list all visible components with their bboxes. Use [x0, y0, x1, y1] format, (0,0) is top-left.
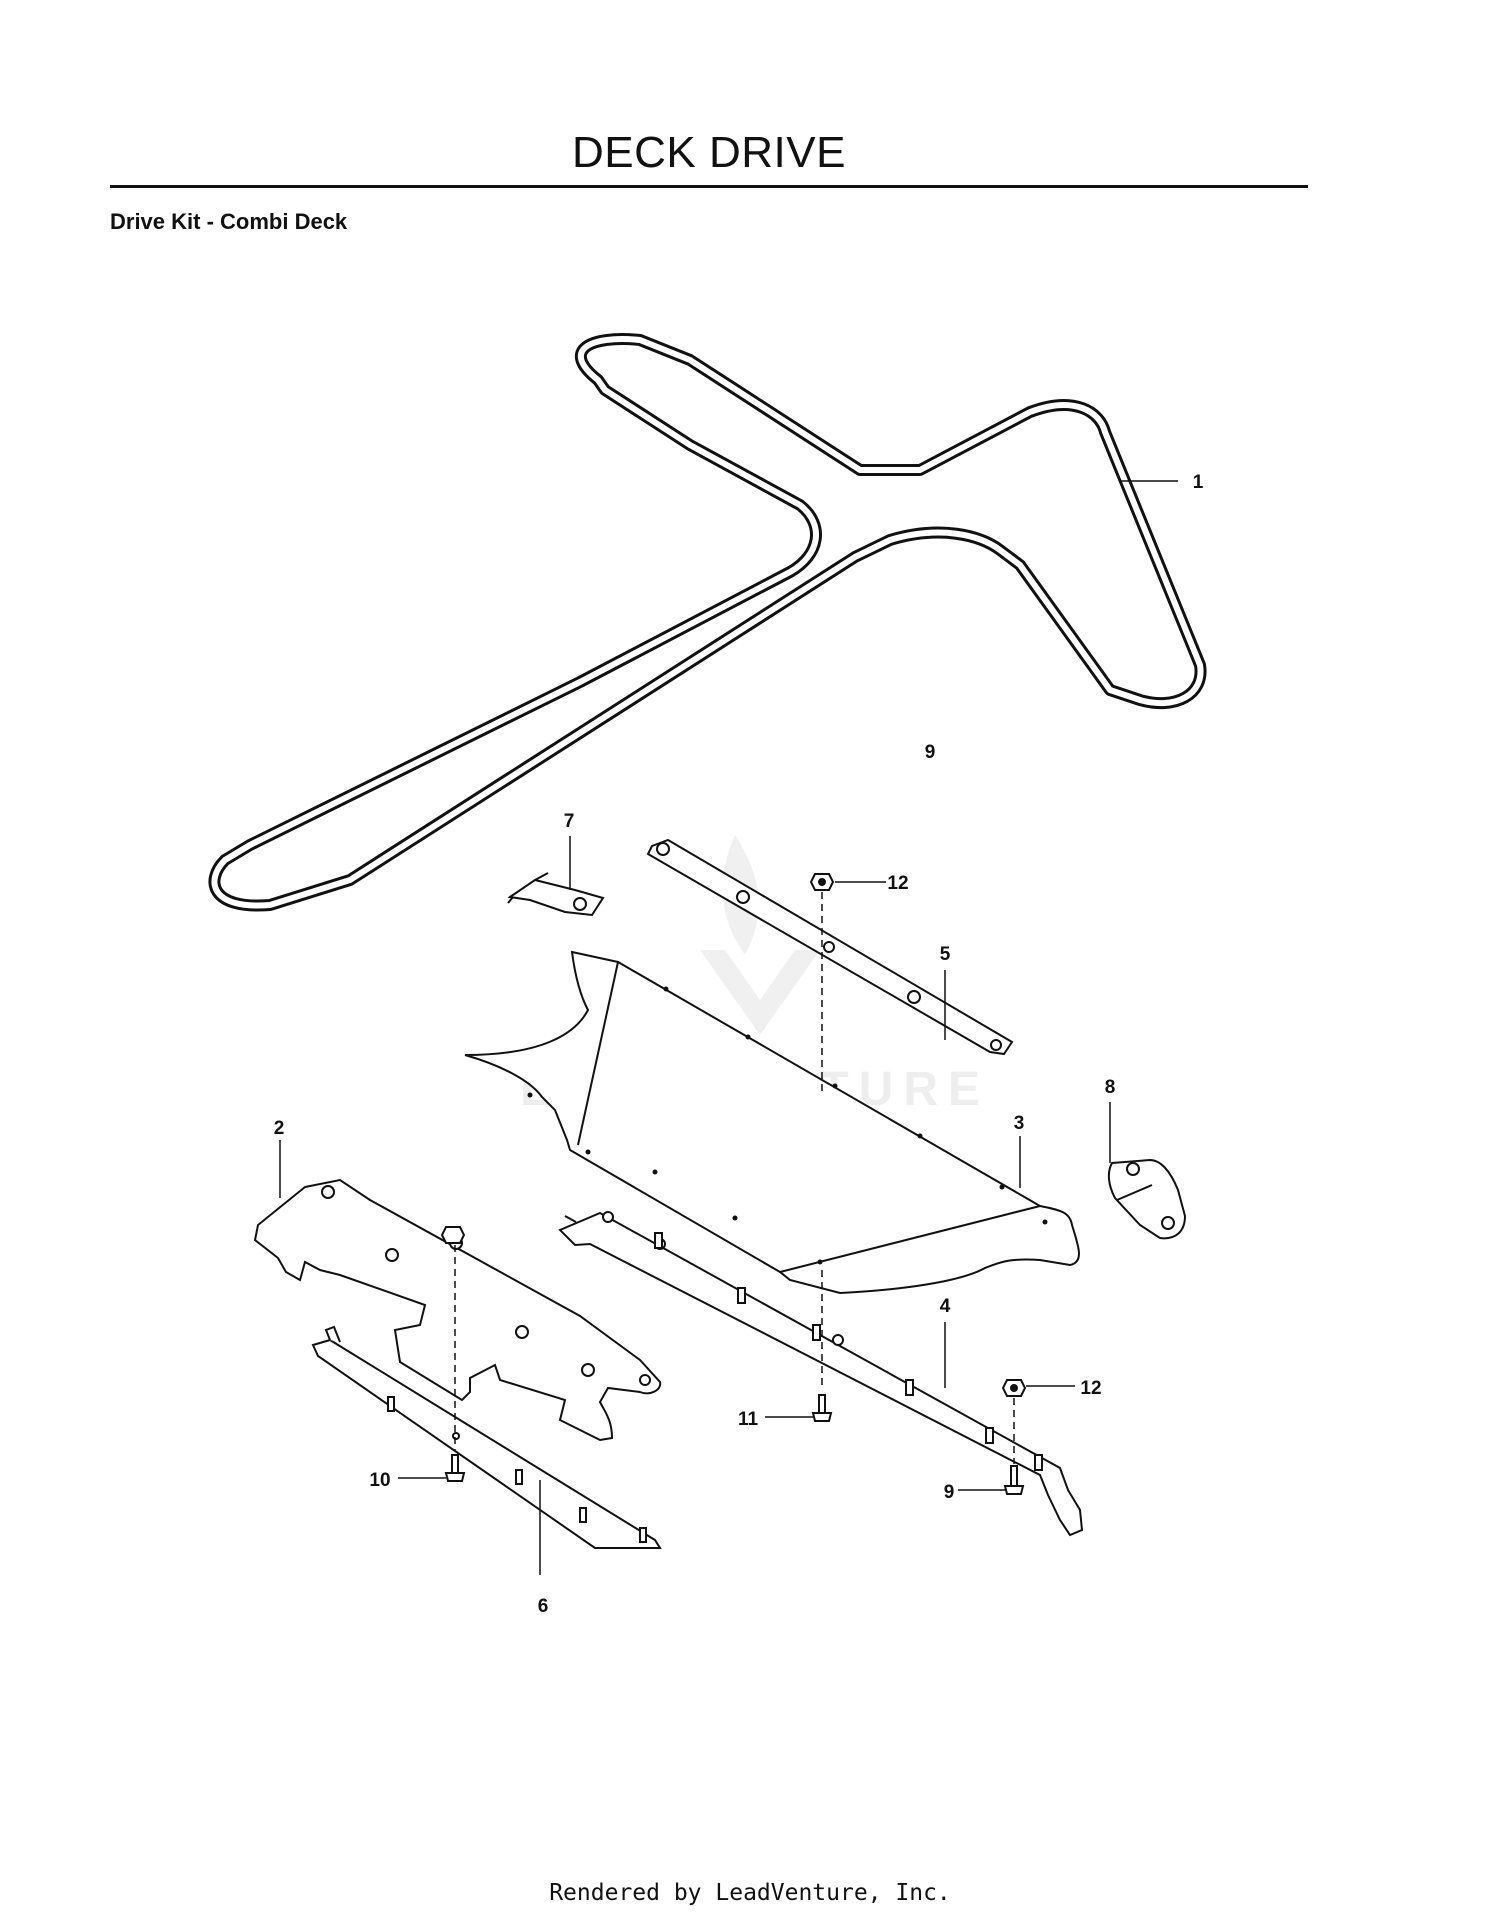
callout-11: 11: [738, 1409, 759, 1430]
callout-5: 5: [940, 944, 951, 965]
nut-12-top: [809, 873, 835, 891]
callout-7: 7: [564, 811, 575, 832]
part-7-small-bracket: [507, 872, 605, 917]
callout-6: 6: [538, 1596, 549, 1617]
callout-9-bottom: 9: [944, 1482, 955, 1503]
callout-3: 3: [1014, 1113, 1025, 1134]
part-1-drive-belt: [208, 333, 1207, 912]
callout-4: 4: [940, 1296, 951, 1317]
callout-8: 8: [1105, 1077, 1116, 1098]
hardware-fasteners: [440, 873, 1027, 1495]
part-3-cover-plate: [464, 950, 1080, 1295]
bolt-10: [444, 1454, 466, 1482]
callout-9-top: 9: [925, 742, 936, 763]
assembly-guide-lines: [454, 892, 1015, 1464]
nut-left-guard: [440, 1226, 466, 1244]
page-title: DECK DRIVE: [572, 128, 846, 177]
title-divider: [110, 185, 1308, 188]
diagram-subtitle: Drive Kit - Combi Deck: [110, 209, 348, 234]
callout-10: 10: [369, 1470, 390, 1491]
callout-12-top: 12: [887, 873, 908, 894]
render-credit: Rendered by LeadVenture, Inc.: [549, 1880, 951, 1906]
callout-labels: 1 2 3 4 5 6 7 8 9 9 10 11 12 12: [274, 472, 1204, 1617]
callout-12-right: 12: [1080, 1378, 1101, 1399]
bolt-9: [1003, 1465, 1025, 1495]
part-5-bracket-bar: [646, 838, 1014, 1056]
callout-1: 1: [1193, 472, 1204, 493]
bolt-11: [811, 1394, 833, 1422]
part-8-side-bracket: [1107, 1158, 1187, 1240]
callout-2: 2: [274, 1118, 285, 1139]
callout-leader-lines: [279, 480, 1178, 1575]
part-4-right-rail: [558, 1211, 1084, 1537]
nut-12-right: [1001, 1379, 1027, 1397]
part-6-lower-rail: [311, 1325, 662, 1549]
